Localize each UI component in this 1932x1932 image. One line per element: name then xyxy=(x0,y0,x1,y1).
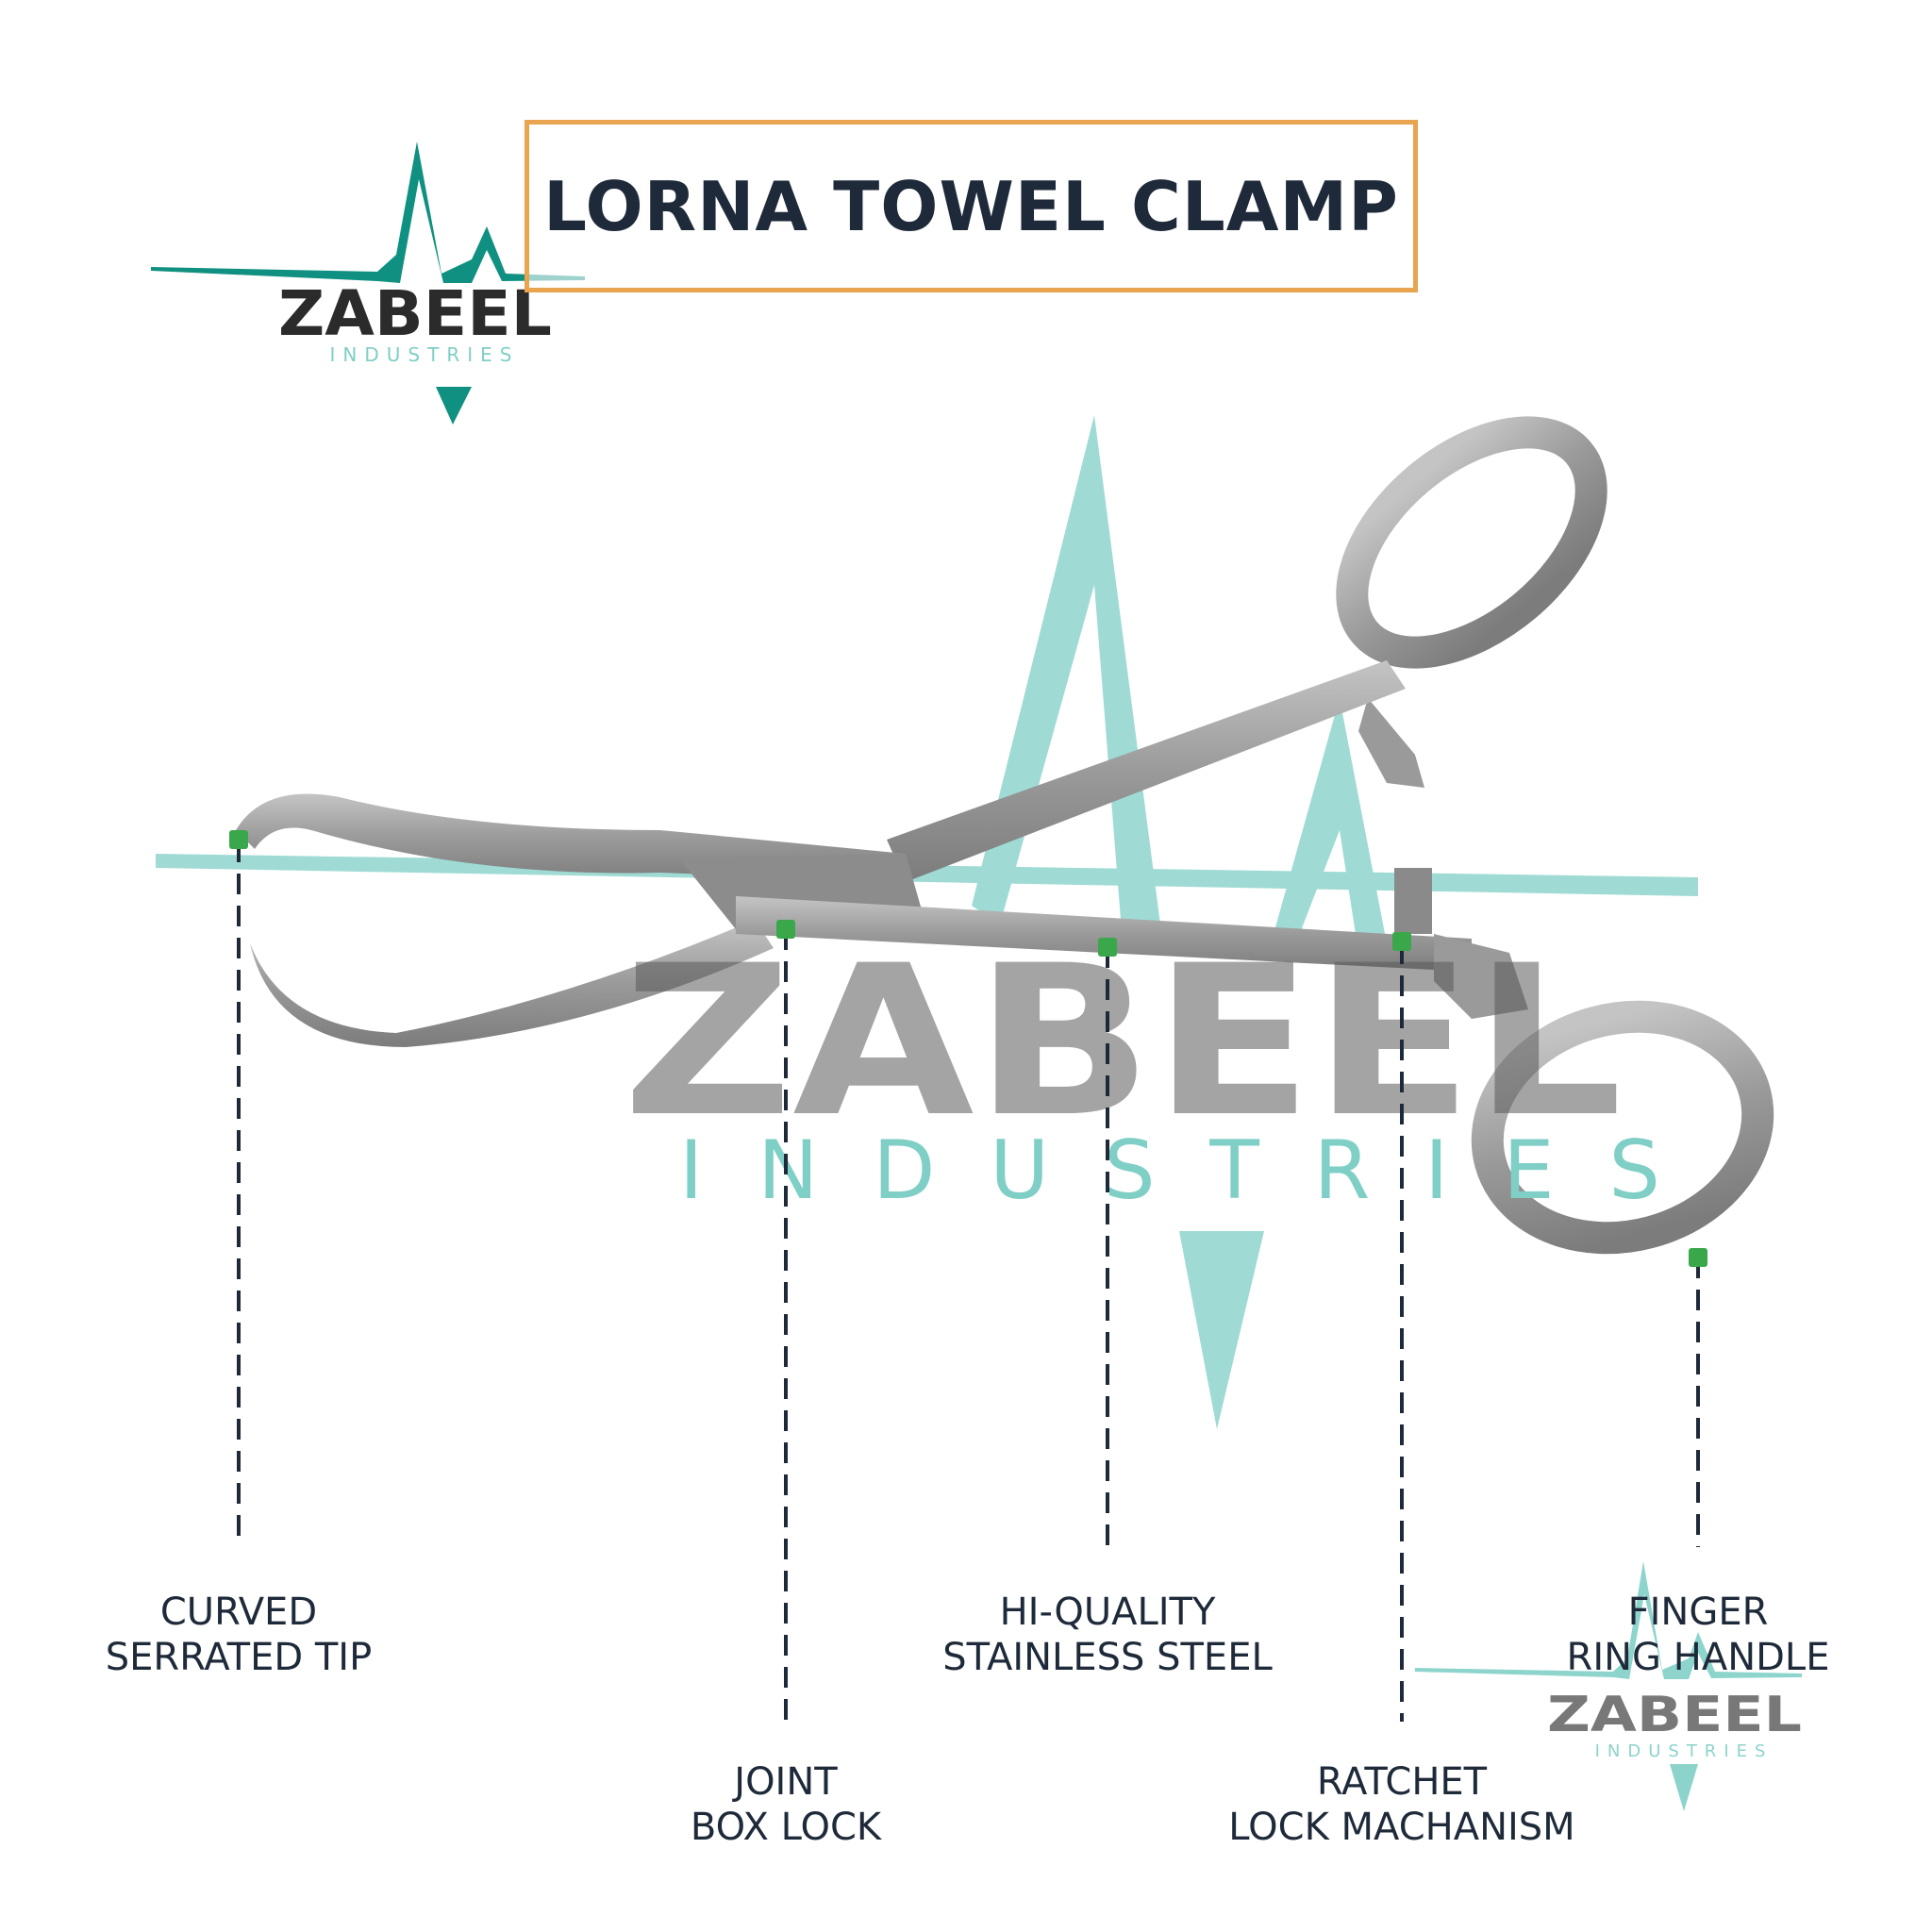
marker-joint xyxy=(776,920,795,939)
upper-shank xyxy=(887,660,1406,882)
logo-top-tagline: INDUSTRIES xyxy=(330,343,520,366)
logo-bottom-brand-name: ZABEEL xyxy=(1547,1687,1802,1743)
marker-ring xyxy=(1689,1248,1707,1267)
lower-ring-neck xyxy=(1434,934,1528,1019)
brand-logo-bottom: ZABEEL INDUSTRIES xyxy=(1415,1561,1802,1811)
callout-tip-line-1: CURVED xyxy=(159,1591,318,1634)
callout-label-steel: HI-QUALITY STAINLESS STEEL xyxy=(942,1590,1273,1680)
center-watermark: ZABEEL INDUSTRIES xyxy=(623,921,1660,1218)
title-box: LORNA TOWEL CLAMP xyxy=(525,120,1418,292)
callout-steel-line-2: STAINLESS STEEL xyxy=(942,1636,1273,1679)
callout-tip-line-2: SERRATED TIP xyxy=(105,1636,373,1679)
callout-joint-line-1: JOINT xyxy=(734,1760,838,1804)
callout-joint-line-2: BOX LOCK xyxy=(690,1806,882,1849)
lower-finger-ring xyxy=(1471,1000,1774,1255)
logo-top-brand-name: ZABEEL xyxy=(278,277,552,350)
watermark-brand-name: ZABEEL xyxy=(623,921,1623,1162)
brand-logo-top: ZABEEL INDUSTRIES xyxy=(151,142,585,425)
marker-ratchet xyxy=(1392,932,1411,951)
upper-ring-stop xyxy=(1358,698,1424,788)
towel-clamp-illustration xyxy=(236,416,1774,1255)
marker-tip xyxy=(229,830,248,849)
page-title: LORNA TOWEL CLAMP xyxy=(543,166,1399,246)
callout-ratchet-line-1: RATCHET xyxy=(1316,1760,1488,1804)
callout-label-ratchet: RATCHET LOCK MACHANISM xyxy=(1228,1759,1574,1850)
marker-steel xyxy=(1098,938,1117,957)
lower-shank xyxy=(736,896,1472,972)
lower-jaw xyxy=(250,920,774,1047)
logo-bottom-tagline: INDUSTRIES xyxy=(1595,1741,1774,1761)
callout-label-tip: CURVED SERRATED TIP xyxy=(106,1590,372,1680)
callout-ratchet-line-2: LOCK MACHANISM xyxy=(1228,1806,1575,1849)
callout-label-ring: FINGER RING HANDLE xyxy=(1567,1590,1830,1680)
callout-label-joint: JOINT BOX LOCK xyxy=(691,1759,881,1850)
callout-ring-line-2: RING HANDLE xyxy=(1566,1636,1830,1679)
callout-leaders xyxy=(237,841,1700,1722)
ratchet-teeth xyxy=(1394,868,1432,934)
callout-steel-line-1: HI-QUALITY xyxy=(999,1591,1216,1634)
callout-ring-line-1: FINGER xyxy=(1627,1591,1769,1634)
callout-markers xyxy=(229,830,1707,1267)
upper-finger-ring xyxy=(1336,416,1607,669)
